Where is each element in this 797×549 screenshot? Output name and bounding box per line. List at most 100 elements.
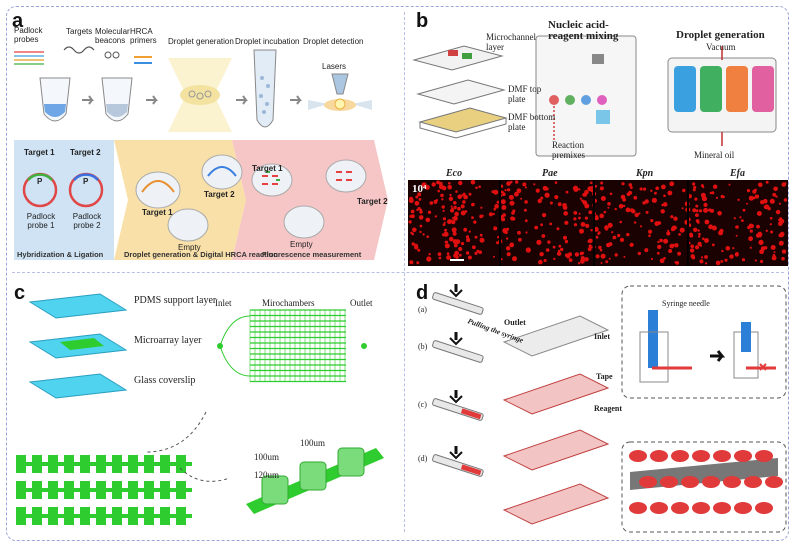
tube-2-icon	[101, 77, 133, 122]
fluorescent-droplet-dot	[748, 195, 754, 201]
fluorescent-droplet-dot	[452, 215, 458, 221]
fluorescent-droplet-dot	[704, 262, 708, 265]
fluorescent-droplet-dot	[749, 229, 753, 233]
arrow-1-icon	[82, 95, 94, 105]
fluorescent-droplet-dot	[573, 223, 578, 227]
fluorescent-droplet-dot	[411, 232, 415, 236]
dim-120um: 120um	[254, 470, 280, 480]
fluorescent-droplet-dot	[625, 207, 631, 213]
fluorescent-droplet-dot	[715, 196, 719, 199]
fluorescent-droplet-dot	[699, 244, 702, 247]
fluorescent-droplet-dot	[453, 243, 458, 248]
fluorescent-droplet-dot	[545, 187, 549, 191]
fluorescent-droplet-dot	[460, 210, 466, 216]
fluorescent-droplet-dot	[547, 240, 551, 244]
band-mid-empty: Empty	[178, 243, 201, 252]
fluorescent-droplet-dot	[607, 206, 610, 209]
fluorescent-droplet-dot	[448, 196, 454, 201]
padlock-probe-lines	[14, 51, 44, 65]
tube-1-icon	[39, 77, 71, 122]
fluorescent-droplet-dot	[512, 256, 517, 262]
fluorescent-droplet-dot	[584, 216, 588, 220]
fluorescent-droplet-dot	[524, 186, 527, 189]
zoom-chamber	[160, 507, 170, 525]
fluorescent-droplet-dot	[438, 256, 442, 260]
organism-eco: Eco	[446, 168, 463, 179]
fluorescent-droplet-dot	[698, 232, 701, 236]
droplet-dot	[629, 502, 647, 514]
fluorescent-droplet-dot	[599, 213, 604, 219]
fluorescent-droplet-dot	[436, 180, 440, 185]
fluorescent-droplet-dot	[568, 258, 573, 262]
fluorescent-droplet-dot	[540, 196, 544, 200]
fluorescent-droplet-dot	[458, 253, 462, 257]
fluorescent-droplet-dot	[655, 186, 659, 191]
droplet-dot	[713, 502, 731, 514]
fluorescent-droplet-dot	[742, 208, 746, 212]
fluorescent-droplet-dot	[622, 204, 626, 208]
down-arrow-head	[449, 451, 463, 460]
zoom-chamber	[176, 481, 186, 499]
fluorescent-droplet-dot	[558, 244, 562, 248]
fluorescent-droplet-dot	[711, 225, 717, 231]
down-arrow-head	[449, 289, 463, 298]
fluorescent-droplet-dot	[452, 231, 457, 236]
tape-label: Tape	[596, 372, 613, 381]
fluorescent-droplet-dot	[720, 260, 724, 263]
fluorescent-droplet-dot	[418, 215, 424, 220]
fluorescent-droplet-dot	[505, 237, 509, 240]
panel-d-letter: d	[416, 282, 429, 304]
droplet-dot	[681, 476, 699, 488]
droplet-incubation-label: Droplet incubation	[235, 37, 300, 46]
zoom-chamber	[96, 507, 106, 525]
fluorescent-droplet-dot	[443, 221, 446, 224]
fluorescent-droplet-dot	[578, 188, 581, 191]
fluorescent-droplet-dot	[633, 221, 637, 224]
fluorescent-droplet-dot	[781, 256, 785, 261]
fluorescent-droplet-dot	[702, 237, 705, 241]
fluorescent-droplet-dot	[639, 187, 643, 191]
fluorescent-droplet-dot	[509, 180, 513, 184]
fluorescent-droplet-dot	[690, 254, 695, 259]
fluorescent-droplet-dot	[488, 212, 493, 217]
fluorescent-droplet-dot	[713, 184, 718, 189]
fluorescent-droplet-dot	[409, 260, 414, 265]
fluorescent-droplet-dot	[419, 224, 423, 228]
fluorescent-droplet-dot	[674, 243, 679, 248]
detection-icon	[308, 73, 372, 111]
fluorescent-droplet-dot	[517, 230, 521, 235]
fluorescent-droplet-dot	[725, 246, 731, 251]
zoom-chamber	[80, 481, 90, 499]
zoom-chamber	[32, 455, 42, 473]
fluorescent-droplet-dot	[442, 209, 445, 212]
fluorescent-droplet-dot	[492, 255, 495, 258]
droplet-dot	[734, 502, 752, 514]
fluorescent-droplet-dot	[479, 233, 483, 237]
chamber-3d-icon	[246, 447, 384, 514]
fluorescent-droplet-dot	[678, 233, 681, 236]
fluorescent-droplet-dot	[659, 238, 663, 243]
zoom-chamber	[16, 455, 26, 473]
zoom-chamber	[64, 455, 74, 473]
fluorescent-droplet-dot	[454, 250, 459, 256]
fluorescent-droplet-dot	[600, 181, 604, 185]
fluorescent-droplet-dot	[741, 258, 746, 262]
fluorescent-droplet-dot	[715, 260, 721, 266]
fluorescent-droplet-dot	[463, 194, 468, 200]
fluorescent-droplet-dot	[451, 217, 454, 220]
fluorescent-droplet-dot	[440, 193, 444, 198]
fluorescent-droplet-dot	[663, 238, 669, 244]
fluorescent-droplet-dot	[552, 245, 556, 249]
fluorescent-droplet-dot	[501, 217, 506, 222]
fluorescent-droplet-dot	[693, 227, 698, 232]
fluorescent-droplet-dot	[566, 254, 571, 259]
step-d-label: (d)	[418, 454, 428, 463]
syringe-needle-label: Syringe needle	[662, 299, 710, 308]
fluorescent-droplet-dot	[419, 230, 422, 234]
down-arrow-head	[449, 337, 463, 346]
fluorescent-droplet-dot	[772, 192, 777, 197]
fluorescent-droplet-dot	[617, 233, 621, 238]
fluorescent-droplet-dot	[595, 235, 599, 239]
panel-d-illustration	[432, 284, 787, 533]
fluorescent-droplet-dot	[734, 252, 739, 257]
